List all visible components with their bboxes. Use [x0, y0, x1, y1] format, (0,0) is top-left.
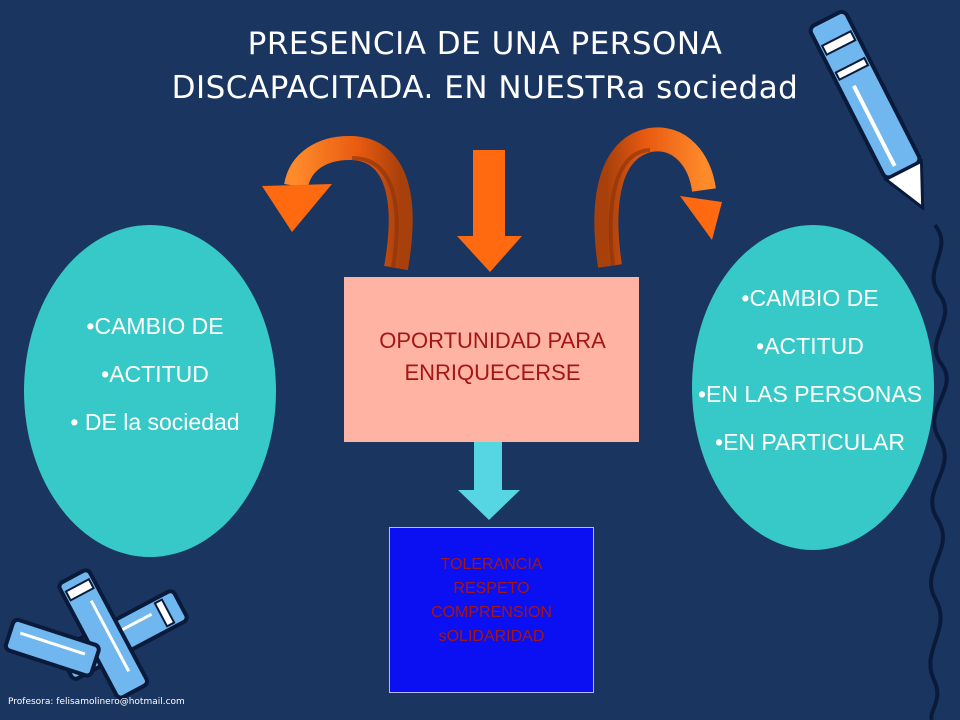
down-arrow-icon — [457, 150, 522, 272]
curved-arrow-right-icon — [594, 127, 722, 268]
left-ellipse-list: CAMBIO DE ACTITUD DE la sociedad — [30, 302, 280, 446]
list-item: DE la sociedad — [30, 398, 280, 446]
list-item: ACTITUD — [650, 322, 960, 370]
opportunity-text: OPORTUNIDAD PARA ENRIQUECERSE — [320, 325, 665, 389]
title-line-1: PRESENCIA DE UNA PERSONA — [247, 26, 723, 62]
down-arrow-cyan-icon — [458, 442, 520, 520]
list-item: ACTITUD — [30, 350, 280, 398]
opportunity-box — [344, 277, 639, 442]
opportunity-line-1: OPORTUNIDAD PARA — [379, 328, 606, 353]
list-item: TOLERANCIA — [440, 556, 543, 573]
curved-arrow-left-icon — [262, 136, 413, 271]
values-box — [389, 527, 594, 693]
right-ellipse-list: CAMBIO DE ACTITUD EN LAS PERSONAS EN PAR… — [650, 274, 960, 466]
pen-icon — [808, 9, 925, 211]
title-line-2: DISCAPACITADA. EN NUESTRa sociedad — [171, 70, 799, 106]
footer-credit: Profesora: felisamolinero@hotmail.com — [8, 697, 185, 707]
list-item: CAMBIO DE — [650, 274, 960, 322]
list-item: COMPRENSION — [431, 604, 552, 621]
values-list: TOLERANCIA RESPETO COMPRENSION sOLIDARID… — [389, 553, 594, 649]
slide-title: PRESENCIA DE UNA PERSONA DISCAPACITADA. … — [100, 22, 870, 110]
list-item: EN PARTICULAR — [650, 418, 960, 466]
opportunity-line-2: ENRIQUECERSE — [404, 360, 581, 385]
crossed-pens-icon — [3, 568, 189, 700]
list-item: EN LAS PERSONAS — [650, 370, 960, 418]
list-item: sOLIDARIDAD — [438, 628, 545, 645]
list-item: RESPETO — [453, 580, 530, 597]
list-item: CAMBIO DE — [30, 302, 280, 350]
